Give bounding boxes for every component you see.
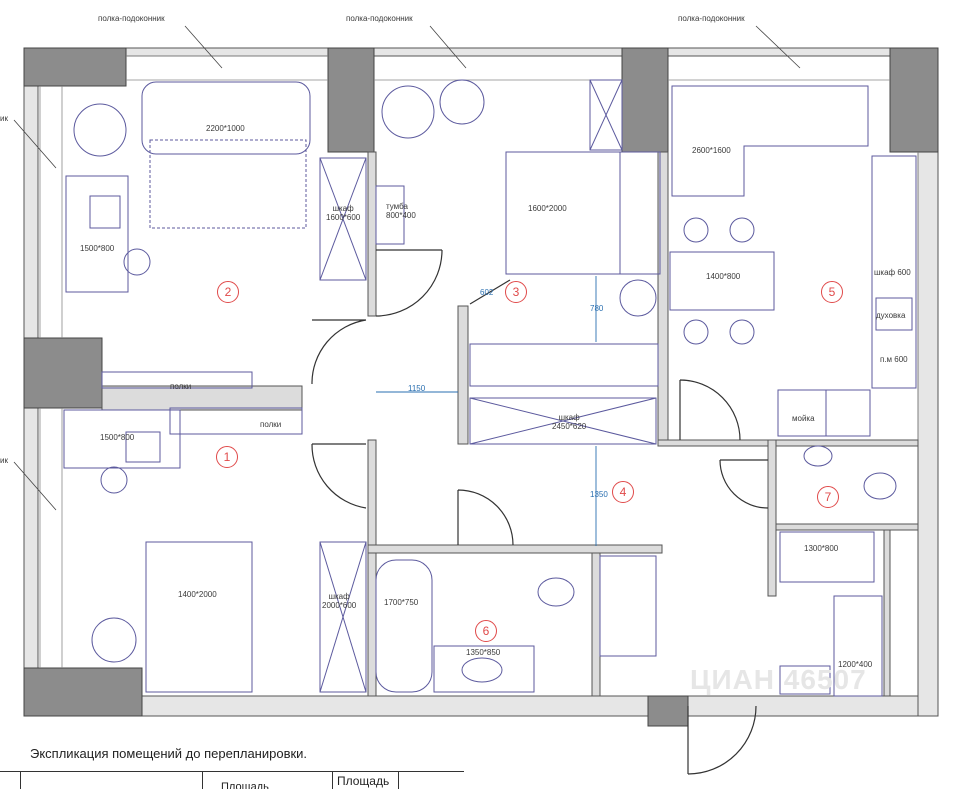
label-sofa-1: 2200*1000 (206, 124, 245, 133)
label-shower: 1300*800 (804, 544, 839, 553)
label-sill-1: полка-подоконник (98, 14, 165, 23)
label-sill-2: полка-подоконник (346, 14, 413, 23)
label-sink-kitchen: мойка (792, 414, 815, 423)
doors (311, 249, 769, 775)
room-number-4: 4 (612, 481, 634, 503)
label-dim-1350: 1350 (590, 490, 608, 499)
leader-lines (13, 25, 801, 511)
label-table-1: 1400*800 (706, 272, 741, 281)
room-number-5: 5 (821, 281, 843, 303)
label-bed-2: 1400*2000 (178, 590, 217, 599)
label-dim-780: 780 (590, 304, 604, 313)
room-number-6: 6 (475, 620, 497, 642)
label-sofa-2: 2600*1600 (692, 146, 731, 155)
outer-walls (23, 47, 939, 717)
table-col-area-2-label: Площадь (337, 774, 390, 788)
table-col-area: Площадь (202, 772, 333, 789)
label-rack: 1200*400 (838, 660, 873, 669)
label-vanity: 1350*850 (466, 648, 501, 657)
table-col-area-label: Площадь (221, 781, 269, 789)
room-number-3: 3 (505, 281, 527, 303)
label-edge-1: ик (0, 114, 8, 123)
room-number-1: 1 (216, 446, 238, 468)
room-number-7: 7 (817, 486, 839, 508)
label-bed-1: 1600*2000 (528, 204, 567, 213)
label-wardrobe-kitchen: шкаф 600 (874, 268, 911, 277)
room-number-2: 2 (217, 281, 239, 303)
label-shelves-1: полки (170, 382, 192, 391)
explication-table-header: Площадь Площадь (0, 771, 464, 789)
label-dim-1150: 1150 (408, 384, 426, 393)
label-dim-602: 602 (480, 288, 494, 297)
label-wardrobe-2: шкаф 2450*620 (552, 413, 587, 431)
table-col-last (398, 772, 464, 789)
label-shelves-2: полки (260, 420, 282, 429)
label-desk-1: 1500*800 (80, 244, 115, 253)
columns (23, 47, 939, 727)
windows (39, 55, 919, 668)
table-col-area-2: Площадь (332, 772, 399, 789)
table-col-0 (20, 772, 203, 789)
label-nightstand: тумба 800*400 (386, 202, 416, 220)
label-wardrobe-1: шкаф 1600*600 (326, 204, 361, 222)
inner-walls (101, 151, 919, 697)
caption: Экспликация помещений до перепланировки. (30, 746, 308, 761)
label-sill-3: полка-подоконник (678, 14, 745, 23)
label-edge-2: ик (0, 456, 8, 465)
dimension-lines (376, 276, 597, 546)
label-oven: духовка (876, 311, 906, 320)
watermark: ЦИАН 46507 (690, 664, 867, 695)
label-desk-2: 1500*800 (100, 433, 135, 442)
furniture (63, 79, 917, 697)
label-wardrobe-3: шкаф 2000*600 (322, 592, 357, 610)
label-bath: 1700*750 (384, 598, 419, 607)
label-pm-600: п.м 600 (880, 355, 908, 364)
